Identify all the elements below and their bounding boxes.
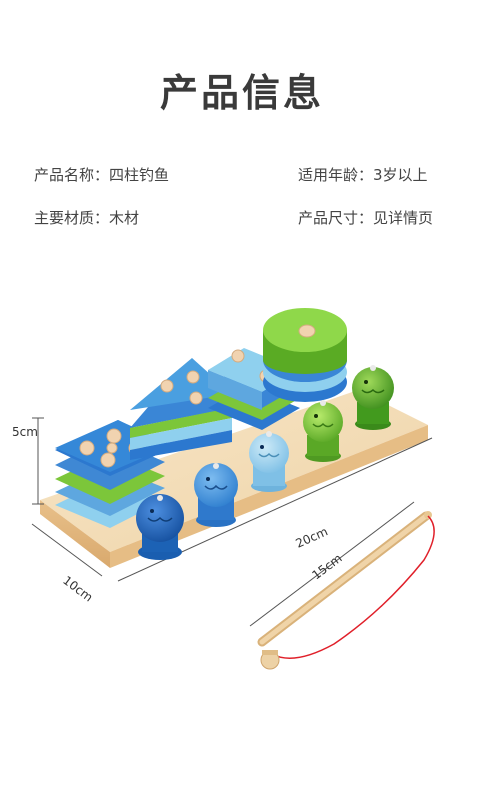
product-illustration: 5cm 10cm 20cm [0, 290, 484, 710]
material-label: 主要材质： [34, 209, 110, 227]
length-dimension-label: 20cm [294, 524, 330, 550]
product-image: 5cm 10cm 20cm [12, 308, 435, 670]
fish-peg-dark-green [352, 365, 394, 430]
size-row: 产品尺寸：见详情页 [298, 207, 433, 228]
fish-peg-dark-blue [136, 494, 184, 560]
height-dimension-label: 5cm [12, 425, 38, 439]
circle-stack [263, 308, 347, 402]
fishing-rod [257, 511, 435, 670]
product-name-label: 产品名称： [34, 166, 110, 184]
fish-peg-light-blue [249, 431, 289, 492]
fish-peg-blue [194, 463, 238, 527]
age-row: 适用年龄：3岁以上 [298, 164, 428, 185]
material-row: 主要材质：木材 [34, 207, 139, 228]
size-label: 产品尺寸： [298, 209, 374, 227]
page-title: 产品信息 [159, 71, 324, 115]
product-name-row: 产品名称：四柱钓鱼 [34, 164, 169, 185]
material-value: 木材 [109, 209, 140, 227]
size-value: 见详情页 [373, 209, 434, 227]
fish-peg-green [303, 400, 343, 462]
age-value: 3岁以上 [373, 166, 428, 184]
depth-dimension-label: 10cm [60, 573, 95, 604]
age-label: 适用年龄： [298, 166, 374, 184]
rod-dimension-line [249, 501, 415, 627]
triangle-stack [130, 358, 232, 460]
product-name-value: 四柱钓鱼 [109, 166, 170, 184]
